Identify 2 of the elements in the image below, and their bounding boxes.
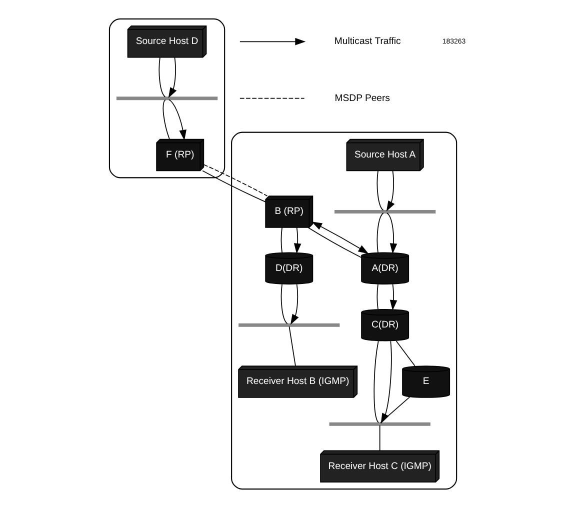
- legend-label: MSDP Peers: [334, 92, 390, 104]
- legend-label: Multicast Traffic: [334, 36, 400, 48]
